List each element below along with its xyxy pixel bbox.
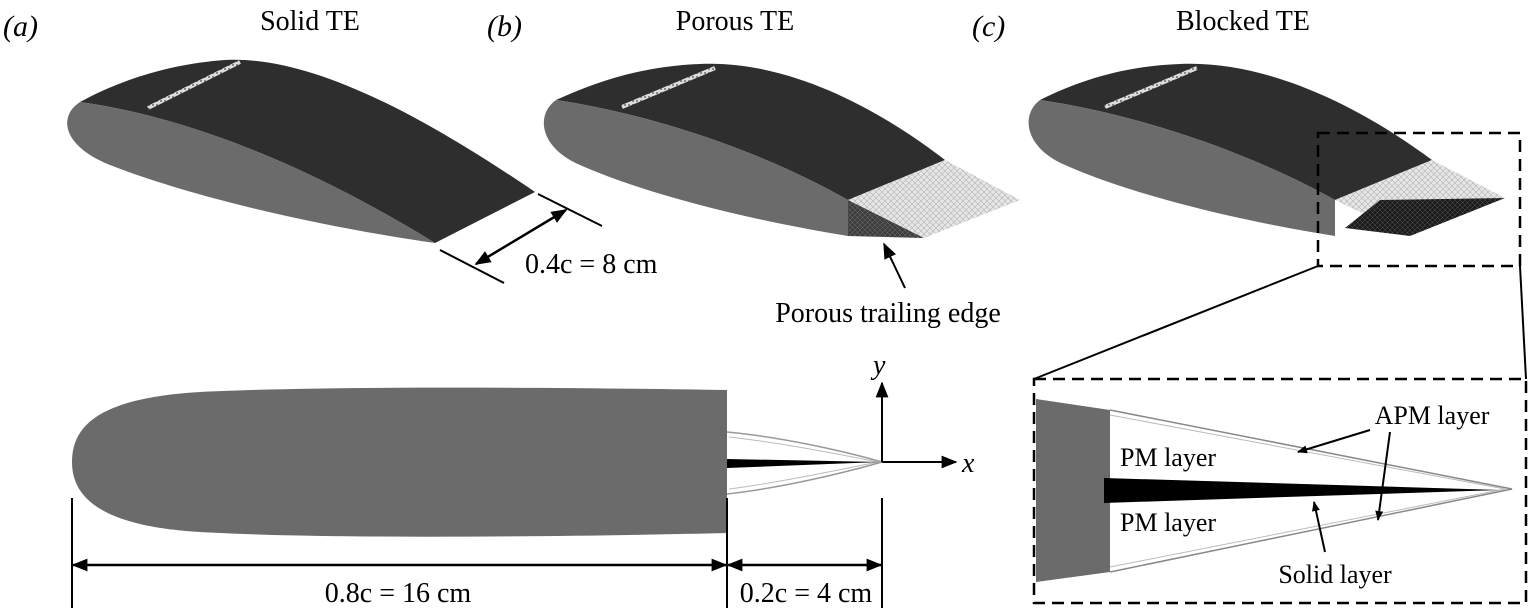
blocked-airfoil-side-face	[1028, 100, 1335, 236]
zoom-apm-inner	[1109, 414, 1506, 568]
porous-airfoil-top-surface	[556, 63, 945, 200]
axis-y-label: y	[870, 350, 886, 381]
zoom-solid-section	[1036, 399, 1110, 582]
apm-arrow-2	[1375, 431, 1391, 521]
panel-c: (c) Blocked TE APM layer PM layer PM lay…	[972, 6, 1528, 605]
solid-airfoil-side-face	[67, 102, 436, 243]
axis-x-label: x	[961, 448, 975, 479]
panel-a: (a) Solid TE 0.4c = 8 cm	[3, 6, 658, 284]
blocked-airfoil-top-surface	[1040, 63, 1432, 200]
apm-layer-label: APM layer	[1375, 401, 1490, 430]
panel-b-title: Porous TE	[676, 6, 795, 37]
trip-strip	[621, 66, 716, 109]
panel-a-tag: (a)	[3, 10, 38, 43]
pm-layer-top-label: PM layer	[1120, 443, 1216, 472]
panel-b-tag: (b)	[487, 10, 522, 43]
solid-insert	[727, 459, 880, 468]
solid-section-profile	[72, 387, 727, 537]
panel-c-tag: (c)	[972, 10, 1005, 43]
zoom-box-large	[1032, 377, 1528, 605]
span-dimension	[439, 193, 603, 284]
zoom-solid-layer	[1104, 478, 1500, 503]
panel-b: (b) Porous TE Porous trailing edge	[487, 6, 1020, 329]
solid-chord-label: 0.8c = 16 cm	[325, 578, 472, 609]
trip-strip	[147, 60, 241, 110]
cross-section: y x 0.8c = 16 cm 0.2c = 4 cm	[71, 350, 975, 609]
span-dimension-label: 0.4c = 8 cm	[525, 249, 658, 280]
panel-a-title: Solid TE	[260, 6, 360, 37]
blocked-te-dark	[1345, 198, 1505, 236]
porous-chord-label: 0.2c = 4 cm	[740, 578, 873, 609]
solid-airfoil-top-surface	[80, 59, 535, 243]
solid-layer-arrow	[1312, 501, 1326, 553]
solid-layer-label: Solid layer	[1278, 560, 1392, 589]
panel-c-title: Blocked TE	[1176, 6, 1310, 37]
porous-te-top	[848, 160, 1020, 238]
zoom-connector-right	[1519, 265, 1527, 380]
porous-te-label: Porous trailing edge	[775, 298, 1001, 329]
porous-te-arrow	[883, 242, 906, 289]
zoom-box-small	[1316, 131, 1522, 268]
porous-te-side	[848, 200, 924, 238]
apm-arrow-1	[1297, 429, 1371, 454]
zoom-apm-outline	[1109, 409, 1513, 573]
trip-strip	[1104, 66, 1198, 109]
zoom-connector-left	[1033, 265, 1319, 380]
porous-airfoil-side-face	[543, 100, 848, 236]
pm-layer-bottom-label: PM layer	[1120, 508, 1216, 537]
